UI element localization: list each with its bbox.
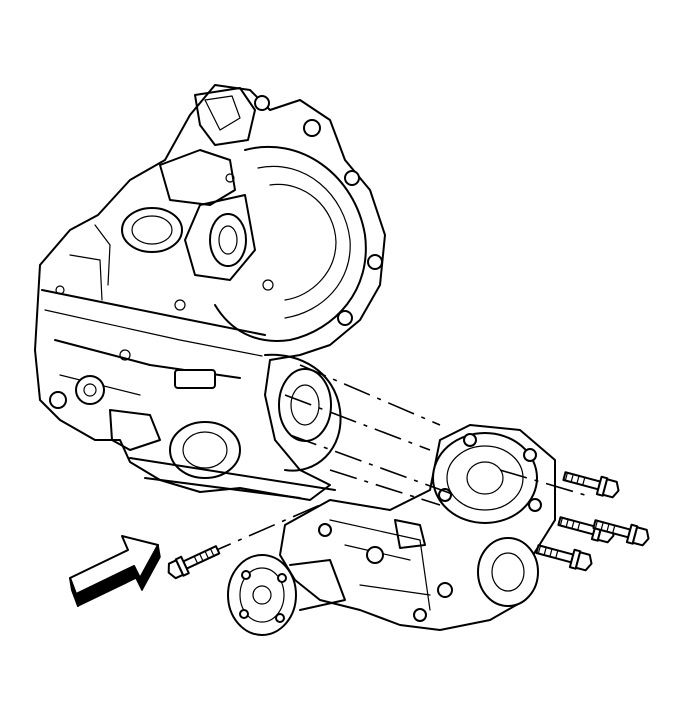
transaxle-case bbox=[34, 84, 386, 501]
bolt bbox=[592, 519, 650, 547]
mounting-bolts bbox=[167, 471, 650, 580]
bolt bbox=[562, 471, 620, 499]
bolt bbox=[535, 544, 593, 572]
view-direction-arrow bbox=[69, 535, 161, 607]
power-transfer-unit bbox=[227, 424, 556, 636]
bolt bbox=[167, 545, 221, 580]
alignment-lines bbox=[204, 364, 586, 556]
